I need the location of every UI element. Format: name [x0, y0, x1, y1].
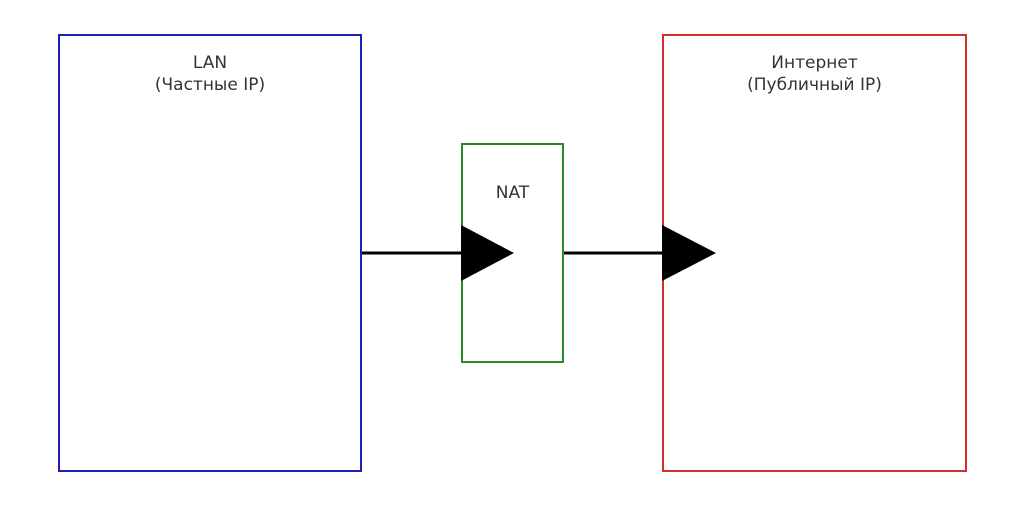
nat-title: NAT	[495, 183, 530, 203]
internet-subtitle: (Публичный IP)	[747, 75, 882, 95]
internet-label: Интернет (Публичный IP)	[664, 52, 965, 96]
lan-box: LAN (Частные IP)	[58, 34, 362, 472]
internet-title: Интернет	[771, 53, 858, 73]
internet-box: Интернет (Публичный IP)	[662, 34, 967, 472]
lan-title: LAN	[192, 53, 228, 73]
nat-label: NAT	[463, 182, 562, 204]
nat-box: NAT	[461, 143, 564, 363]
lan-label: LAN (Частные IP)	[60, 52, 360, 96]
lan-subtitle: (Частные IP)	[154, 75, 266, 95]
